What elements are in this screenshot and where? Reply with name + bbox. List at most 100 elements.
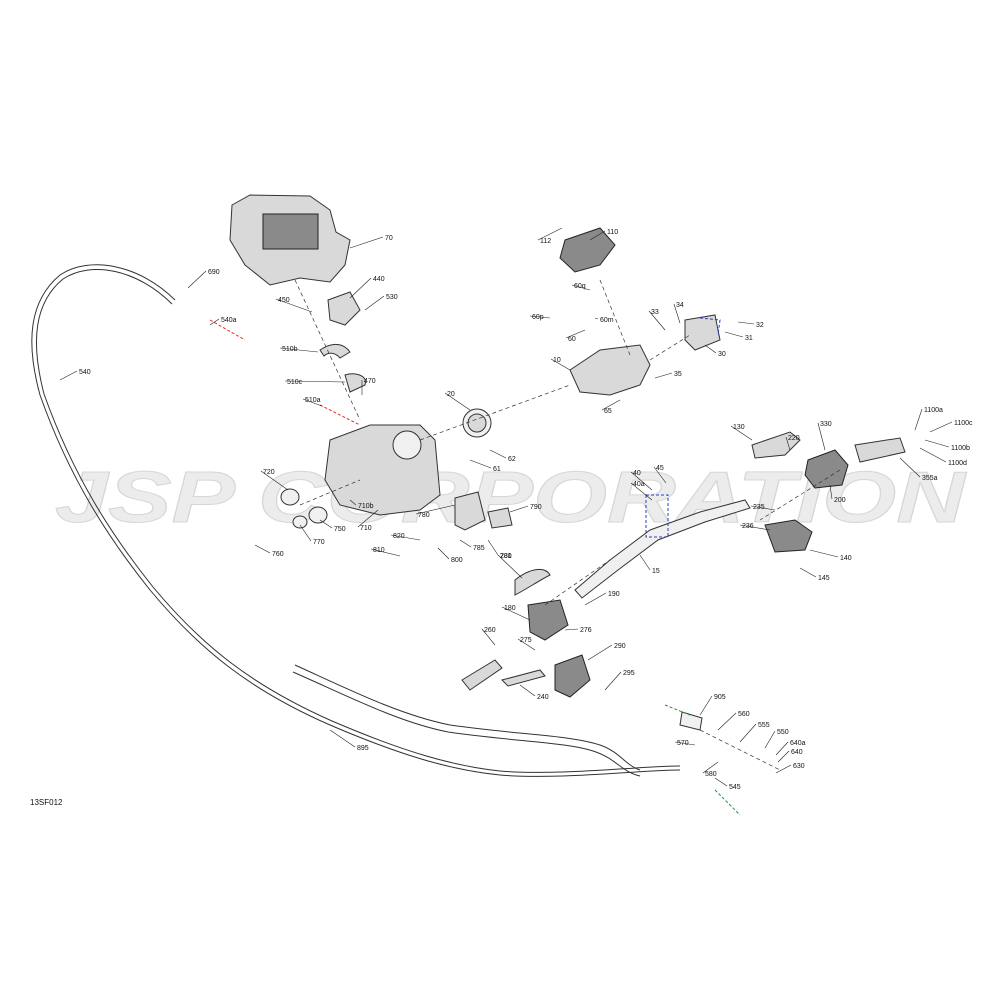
- part-label-34: 34: [676, 302, 684, 309]
- leader-line-20: [444, 392, 471, 411]
- leader-line-260: [481, 628, 496, 646]
- main-console: [324, 424, 441, 516]
- part-label-710: 710: [360, 525, 372, 532]
- part-label-60m: 60m: [600, 317, 614, 324]
- leader-line-110: [589, 230, 606, 241]
- leader-line-555: [739, 723, 757, 743]
- part-label-905: 905: [714, 694, 726, 701]
- assembly-line: [699, 729, 781, 771]
- part-label-61: 61: [493, 466, 501, 473]
- part-label-130: 130: [733, 424, 745, 431]
- handlebar: [574, 499, 751, 599]
- part-label-40: 40: [633, 470, 641, 477]
- part-label-145: 145: [818, 575, 830, 582]
- red-guide-line: [319, 404, 361, 426]
- part-780: [454, 491, 486, 531]
- part-label-1100d: 1100d: [948, 460, 967, 467]
- part-750: [308, 506, 328, 524]
- leader-line-35: [654, 372, 673, 379]
- leader-line-760: [254, 544, 271, 554]
- part-130: [751, 431, 801, 459]
- part-label-1100b: 1100b: [951, 445, 970, 452]
- bracket-30: [684, 314, 721, 351]
- leader-line-770: [299, 524, 312, 542]
- leader-line-32: [737, 321, 755, 325]
- part-label-32: 32: [756, 322, 764, 329]
- leader-line-40: [630, 471, 653, 491]
- part-label-355a: 355a: [922, 475, 938, 482]
- leader-line-62: [489, 449, 507, 459]
- leader-line-710b: [349, 499, 357, 506]
- part-label-630: 630: [793, 763, 805, 770]
- part-label-140: 140: [840, 555, 852, 562]
- cover-110: [559, 227, 616, 273]
- leader-line-790: [509, 505, 529, 513]
- leader-line-330: [817, 422, 826, 451]
- part-label-240: 240: [537, 694, 549, 701]
- part-140: [764, 519, 813, 553]
- blue-guide-box: [645, 494, 669, 538]
- leader-line-33: [648, 310, 666, 331]
- leader-line-60: [565, 329, 586, 339]
- part-label-760: 760: [272, 551, 284, 558]
- part-label-750: 750: [334, 526, 346, 533]
- part-label-450: 450: [278, 297, 290, 304]
- leader-line-40a: [630, 482, 653, 501]
- part-180: [527, 599, 569, 641]
- part-label-330: 330: [820, 421, 832, 428]
- leader-line-545: [714, 777, 728, 787]
- part-label-555: 555: [758, 722, 770, 729]
- leader-line-570: [674, 741, 696, 746]
- part-label-540: 540: [79, 369, 91, 376]
- red-guide-line: [209, 319, 246, 341]
- leader-line-781: [487, 539, 499, 556]
- green-guide-line: [664, 704, 691, 716]
- leader-line-295: [604, 671, 622, 691]
- assembly-line: [759, 469, 841, 521]
- leader-line-60p: [529, 315, 551, 319]
- assembly-line: [419, 384, 571, 441]
- leader-line-190: [584, 592, 607, 606]
- part-label-550: 550: [777, 729, 789, 736]
- leader-line-290: [587, 644, 613, 661]
- part-label-276: 276: [580, 627, 592, 634]
- hose-895-outer: [292, 671, 641, 777]
- gauge-screen: [262, 213, 319, 250]
- part-label-790: 790: [530, 504, 542, 511]
- throttle-body: [569, 344, 651, 396]
- leader-line-905: [699, 695, 713, 716]
- assembly-line: [294, 279, 361, 421]
- part-label-770: 770: [313, 539, 325, 546]
- green-guide-line: [714, 789, 741, 816]
- part-label-1100c: 1100c: [954, 420, 973, 427]
- part-label-1100a: 1100a: [924, 407, 943, 414]
- leader-line-1100a: [914, 408, 923, 431]
- leader-line-145: [799, 567, 817, 578]
- leader-line-690: [187, 270, 207, 289]
- part-label-30: 30: [718, 351, 726, 358]
- part-label-510b: 510b: [282, 346, 298, 353]
- leader-line-1100b: [924, 439, 950, 448]
- clamp-510b: [319, 343, 351, 359]
- part-label-560: 560: [738, 711, 750, 718]
- leader-line-70: [349, 236, 384, 249]
- leader-line-220: [785, 436, 791, 451]
- leader-line-820: [390, 534, 421, 541]
- leader-line-34: [673, 303, 681, 324]
- part-905: [679, 711, 703, 731]
- leader-line-60m: [594, 317, 599, 320]
- leader-line-640: [777, 750, 790, 763]
- leader-line-280: [497, 554, 523, 579]
- part-label-785: 785: [473, 545, 485, 552]
- leader-line-31: [724, 331, 744, 338]
- leader-line-750: [319, 519, 333, 529]
- part-label-545: 545: [729, 784, 741, 791]
- part-label-190: 190: [608, 591, 620, 598]
- leader-lines: [59, 227, 953, 787]
- cable-540-outer: [35, 268, 681, 773]
- leader-line-580: [702, 761, 719, 774]
- leader-line-61: [469, 459, 492, 469]
- part-label-33: 33: [651, 309, 659, 316]
